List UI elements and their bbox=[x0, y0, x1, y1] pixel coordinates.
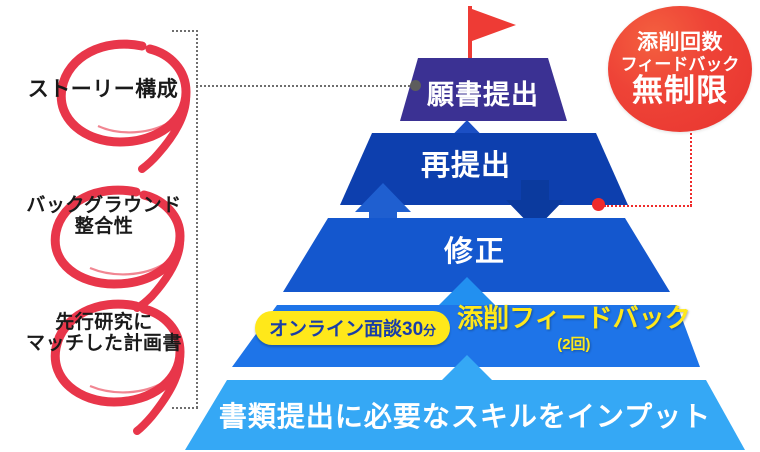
label-line: マッチした計画書 bbox=[25, 333, 182, 355]
label-research-matched-plan: 先行研究に マッチした計画書 bbox=[8, 312, 200, 355]
connector-endpoint-red bbox=[592, 198, 605, 211]
tier-5-shape bbox=[185, 380, 745, 450]
badge-line-3: 無制限 bbox=[632, 72, 728, 108]
badge-line-2: フィードバック bbox=[620, 54, 740, 74]
connector-vertical-red bbox=[690, 122, 692, 206]
label-line: バックグラウンド bbox=[26, 195, 182, 216]
label-story-structure: ストーリー構成 bbox=[18, 77, 188, 102]
tier-4-content: オンライン面談30分 添削フィードバック (2回) bbox=[255, 303, 705, 363]
flag-icon bbox=[468, 6, 516, 58]
tier-4-label: 添削フィードバック bbox=[457, 303, 691, 333]
online-interview-unit: 分 bbox=[423, 323, 437, 338]
tier-2-shape bbox=[340, 133, 628, 205]
tier-5-label: 書類提出に必要なスキルをインプット bbox=[218, 401, 712, 432]
label-background-consistency: バックグラウンド 整合性 bbox=[8, 195, 200, 238]
connector-horizontal-red bbox=[604, 205, 692, 207]
label-line: 整合性 bbox=[74, 216, 134, 238]
tier-1-label: 願書提出 bbox=[427, 80, 539, 110]
connector-endpoint-gray bbox=[410, 80, 421, 91]
online-interview-text: オンライン面談30 bbox=[269, 319, 424, 340]
connector-top-stub-gray bbox=[172, 30, 198, 32]
connector-bottom-stub-gray bbox=[172, 407, 198, 409]
tier-2-label: 再提出 bbox=[420, 150, 511, 182]
online-interview-badge: オンライン面談30分 bbox=[255, 311, 451, 345]
arrow-down-1 bbox=[506, 180, 564, 230]
unlimited-feedback-badge: 添削回数 フィードバック 無制限 bbox=[608, 6, 752, 132]
tier-3-label: 修正 bbox=[443, 236, 506, 268]
label-line: 先行研究に bbox=[55, 312, 153, 333]
label-line: ストーリー構成 bbox=[27, 77, 179, 101]
connector-vertical-gray bbox=[196, 30, 198, 408]
connector-horizontal-gray bbox=[196, 85, 414, 87]
tier-1-shape bbox=[400, 58, 567, 121]
tier-3-shape bbox=[283, 218, 670, 292]
tier-4-sublabel: (2回) bbox=[557, 336, 591, 354]
badge-line-1: 添削回数 bbox=[637, 29, 723, 54]
tier-4-text-block: 添削フィードバック (2回) bbox=[457, 303, 691, 354]
